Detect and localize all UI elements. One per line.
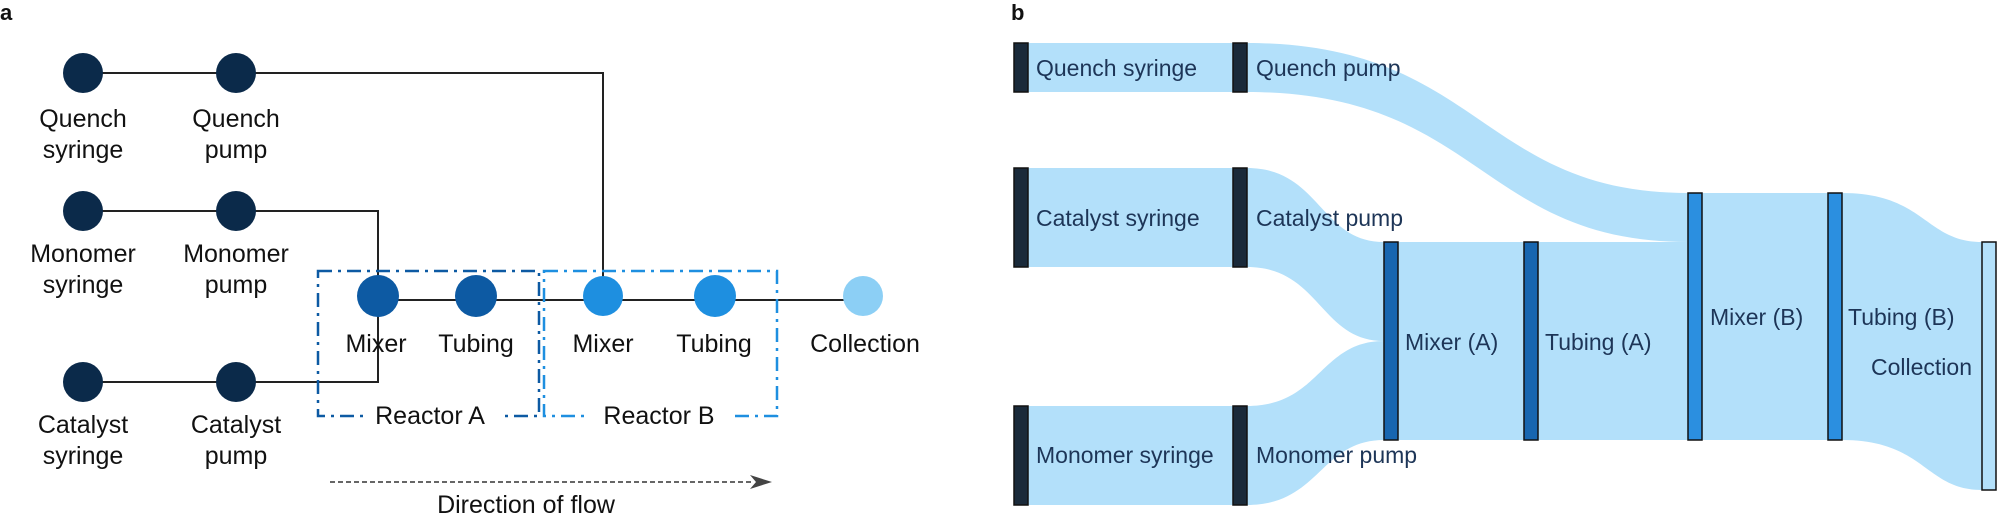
band-mixer-b-tubing-b	[1702, 193, 1828, 440]
tubing-a-bar	[1523, 241, 1539, 441]
mixer-a-bar	[1383, 241, 1399, 441]
monomer-syringe-bar	[1013, 405, 1029, 506]
panel-b: b	[1011, 0, 1997, 506]
monomer-pump-bar	[1232, 405, 1248, 506]
band-quench-pump-mixer-b	[1247, 43, 1688, 242]
catalyst-syringe-label-1: Catalyst	[38, 411, 128, 439]
reactor-b-label-bg	[585, 405, 733, 427]
panel-a-letter: a	[0, 0, 13, 25]
monomer-pump-text: Monomer pump	[1256, 442, 1417, 468]
tubing-b-bar	[1827, 192, 1843, 441]
band-monomer-syringe-pump	[1021, 406, 1233, 505]
tubing-a-label: Tubing	[438, 330, 514, 358]
catalyst-syringe-node	[63, 362, 103, 402]
mixer-b-text: Mixer (B)	[1710, 304, 1803, 330]
monomer-pump-label-1: Monomer	[183, 240, 289, 268]
mixer-b-bar	[1687, 192, 1703, 441]
quench-syringe-label-1: Quench	[39, 105, 127, 133]
catalyst-pump-node	[216, 362, 256, 402]
band-monomer-pump-mixer-a	[1247, 341, 1384, 505]
catalyst-pump-bar	[1232, 167, 1248, 268]
mixer-a-label: Mixer	[345, 330, 406, 358]
quench-pump-label-1: Quench	[192, 105, 280, 133]
quench-pump-bar	[1232, 42, 1248, 93]
band-tubing-a-mixer-b	[1538, 242, 1688, 440]
quench-syringe-label-2: syringe	[43, 136, 124, 164]
flow-label: Direction of flow	[437, 491, 616, 516]
panel-a: a Reactor A Reactor B Quench syr	[0, 0, 920, 516]
band-catalyst-pump-mixer-a	[1247, 168, 1384, 341]
quench-syringe-text: Quench syringe	[1036, 55, 1197, 81]
monomer-syringe-text: Monomer syringe	[1036, 442, 1214, 468]
mixer-a-text: Mixer (A)	[1405, 329, 1498, 355]
tubing-a-node	[455, 275, 497, 317]
quench-syringe-node	[63, 53, 103, 93]
quench-pump-node	[216, 53, 256, 93]
quench-syringe-bar	[1013, 42, 1029, 93]
tubing-a-text: Tubing (A)	[1545, 329, 1652, 355]
band-tubing-b-collection	[1842, 193, 1982, 490]
catalyst-pump-label-1: Catalyst	[191, 411, 281, 439]
band-catalyst-syringe-pump	[1021, 168, 1233, 267]
monomer-pump-label-2: pump	[205, 271, 268, 299]
monomer-syringe-label-2: syringe	[43, 271, 124, 299]
collection-bar	[1981, 241, 1997, 491]
quench-line	[83, 72, 604, 300]
mixer-a-node	[357, 275, 399, 317]
mixer-b-node	[583, 276, 623, 316]
monomer-syringe-node	[63, 191, 103, 231]
flow-bands	[1021, 43, 1982, 505]
catalyst-pump-text: Catalyst pump	[1256, 205, 1403, 231]
monomer-pump-node	[216, 191, 256, 231]
mixer-b-label: Mixer	[572, 330, 633, 358]
reactor-a-label: Reactor A	[375, 402, 485, 430]
quench-pump-label-2: pump	[205, 136, 268, 164]
reactor-a-label-bg	[363, 405, 499, 427]
tubing-b-text: Tubing (B)	[1848, 304, 1955, 330]
collection-text: Collection	[1871, 354, 1972, 380]
band-mixer-a-tubing-a	[1398, 242, 1524, 440]
flow-arrow-head	[750, 475, 772, 489]
catalyst-syringe-text: Catalyst syringe	[1036, 205, 1200, 231]
tubing-b-node	[694, 275, 736, 317]
catalyst-line	[83, 300, 379, 383]
panel-b-letter: b	[1011, 0, 1024, 25]
collection-label: Collection	[810, 330, 920, 358]
band-quench-syringe-pump	[1021, 43, 1233, 92]
quench-pump-text: Quench pump	[1256, 55, 1400, 81]
catalyst-syringe-bar	[1013, 167, 1029, 268]
collection-node	[843, 276, 883, 316]
reactor-b-label: Reactor B	[603, 402, 714, 430]
monomer-syringe-label-1: Monomer	[30, 240, 136, 268]
catalyst-pump-label-2: pump	[205, 442, 268, 470]
tubing-b-label: Tubing	[676, 330, 752, 358]
catalyst-syringe-label-2: syringe	[43, 442, 124, 470]
